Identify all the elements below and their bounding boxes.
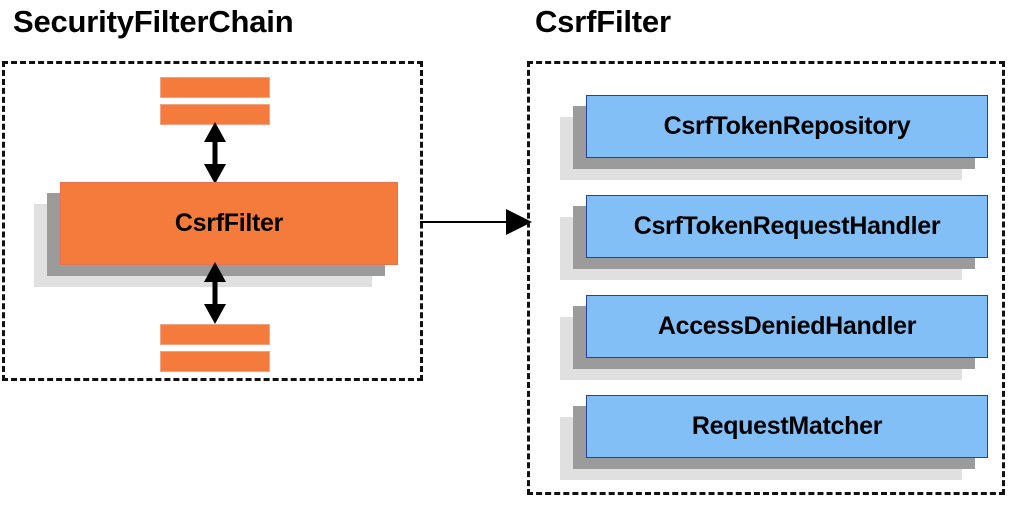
box-label-request-matcher: RequestMatcher: [691, 412, 883, 440]
box-label-access-denied-handler: AccessDeniedHandler: [657, 312, 917, 340]
box-request-matcher[interactable]: RequestMatcher: [560, 395, 988, 480]
box-access-denied-handler[interactable]: AccessDeniedHandler: [560, 295, 988, 380]
cross-panel-arrow-icon: [420, 209, 532, 235]
box-csrf-token-repository[interactable]: CsrfTokenRepository: [560, 95, 988, 180]
panel-title-csrf-filter: CsrfFilter: [535, 4, 671, 39]
box-label-csrf-token-request-handler: CsrfTokenRequestHandler: [633, 212, 941, 240]
box-face: CsrfFilter: [60, 182, 398, 265]
box-face: RequestMatcher: [586, 395, 988, 458]
box-face: AccessDeniedHandler: [586, 295, 988, 358]
filter-bar-below-2: [160, 351, 270, 372]
box-face: CsrfTokenRepository: [586, 95, 988, 158]
filter-bar-below-1: [160, 324, 270, 345]
box-label-csrf-token-repository: CsrfTokenRepository: [663, 112, 911, 140]
box-csrf-filter[interactable]: CsrfFilter: [34, 182, 398, 287]
double-arrow-above-icon: [204, 122, 226, 184]
box-label-csrf-filter: CsrfFilter: [174, 209, 284, 237]
panel-csrf-filter: [527, 61, 1005, 495]
box-csrf-token-request-handler[interactable]: CsrfTokenRequestHandler: [560, 195, 988, 280]
filter-bar-above-1: [160, 77, 270, 98]
double-arrow-below-icon: [204, 262, 226, 324]
panel-title-security-filter-chain: SecurityFilterChain: [13, 4, 294, 39]
box-face: CsrfTokenRequestHandler: [586, 195, 988, 258]
